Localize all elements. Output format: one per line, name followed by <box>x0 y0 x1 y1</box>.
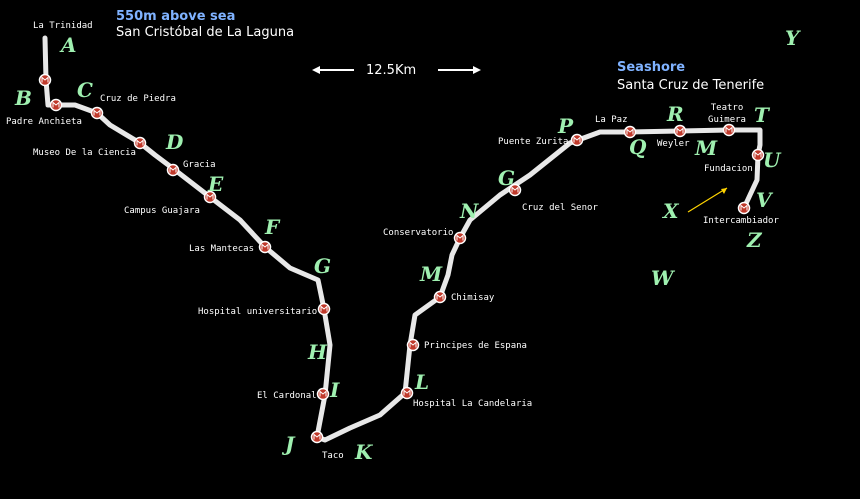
waypoint-letter: Q <box>629 135 647 159</box>
waypoint-letter: F <box>265 215 280 239</box>
stop-label: Las Mantecas <box>189 244 255 254</box>
stop-marker <box>406 338 420 352</box>
waypoint-letter: Z <box>747 228 762 252</box>
stop-label: Museo De la Ciencia <box>33 148 136 158</box>
stop-label: La Trinidad <box>33 21 93 31</box>
stop-marker <box>737 201 751 215</box>
stop-label: Cruz del Senor <box>522 203 598 213</box>
waypoint-letter: E <box>208 172 224 196</box>
stop-label: Padre Anchieta <box>6 117 82 127</box>
stop-label: Gracia <box>183 160 216 170</box>
waypoint-letter: P <box>558 114 574 138</box>
waypoint-letter: G <box>498 166 516 190</box>
waypoint-letter: J <box>285 432 295 456</box>
stop-marker <box>570 133 584 147</box>
scale-label: 12.5Km <box>366 63 417 78</box>
stop-marker <box>49 98 63 112</box>
stop-marker <box>203 190 217 204</box>
stop-label: Weyler <box>657 139 690 149</box>
stop-marker <box>133 136 147 150</box>
waypoint-letter: C <box>77 78 93 102</box>
stop-marker <box>623 125 637 139</box>
waypoint-letter: L <box>415 370 430 394</box>
stop-label: Cruz de Piedra <box>100 94 176 104</box>
stop-label: Teatro Guimera <box>708 103 746 125</box>
stop-marker <box>722 123 736 137</box>
left-city-label: San Cristóbal de La Laguna <box>116 25 295 40</box>
stop-label: Taco <box>322 451 344 461</box>
stop-marker <box>310 430 324 444</box>
waypoint-letter: U <box>763 148 781 172</box>
waypoint-letter: X <box>663 199 679 223</box>
waypoint-letter: M <box>695 136 718 160</box>
waypoint-letter: B <box>15 86 32 110</box>
waypoint-letter: K <box>355 440 373 464</box>
waypoint-letter: M <box>420 262 443 286</box>
right-elevation-label: Seashore <box>617 60 686 75</box>
waypoint-letter: Y <box>785 26 800 50</box>
waypoint-letter: G <box>314 254 332 278</box>
stop-label: Chimisay <box>451 293 495 303</box>
fundacion-arrow-head <box>721 188 727 194</box>
stop-label: Conservatorio <box>383 228 454 238</box>
stop-label: La Paz <box>595 115 628 125</box>
stop-marker <box>751 148 765 162</box>
waypoint-letter: H <box>308 340 327 364</box>
stop-label: Hospital universitario <box>198 307 318 317</box>
stop-marker <box>258 240 272 254</box>
waypoint-letter: N <box>460 199 479 223</box>
stop-marker <box>453 231 467 245</box>
stop-marker <box>433 290 447 304</box>
waypoint-letter: V <box>756 188 772 212</box>
right-city-label: Santa Cruz de Tenerife <box>617 78 765 93</box>
waypoint-letter: I <box>330 378 340 402</box>
waypoint-letter: W <box>651 266 674 290</box>
waypoint-letter: D <box>166 130 184 154</box>
fundacion-arrow <box>687 187 728 213</box>
stop-marker <box>166 163 180 177</box>
stop-label: El Cardonal <box>257 391 317 401</box>
stop-marker <box>400 386 414 400</box>
stop-marker <box>90 106 104 120</box>
stop-marker <box>508 183 522 197</box>
stop-label: Intercambiador <box>703 216 779 226</box>
scale-bar <box>312 66 481 74</box>
stop-marker <box>316 387 330 401</box>
stop-label: Fundacion <box>704 164 753 174</box>
waypoint-letter: A <box>61 33 77 57</box>
waypoint-letter: R <box>667 102 684 126</box>
stop-label: Campus Guajara <box>124 206 200 216</box>
stop-marker <box>38 73 52 87</box>
left-elevation-label: 550m above sea <box>116 9 236 24</box>
stop-label: Principes de Espana <box>424 341 527 351</box>
stop-marker <box>673 124 687 138</box>
stop-label: Puente Zurita <box>498 137 569 147</box>
stop-marker <box>317 302 331 316</box>
waypoint-letter: T <box>754 103 769 127</box>
tram-route-line <box>42 35 763 443</box>
stop-label: Hospital La Candelaria <box>413 399 533 409</box>
